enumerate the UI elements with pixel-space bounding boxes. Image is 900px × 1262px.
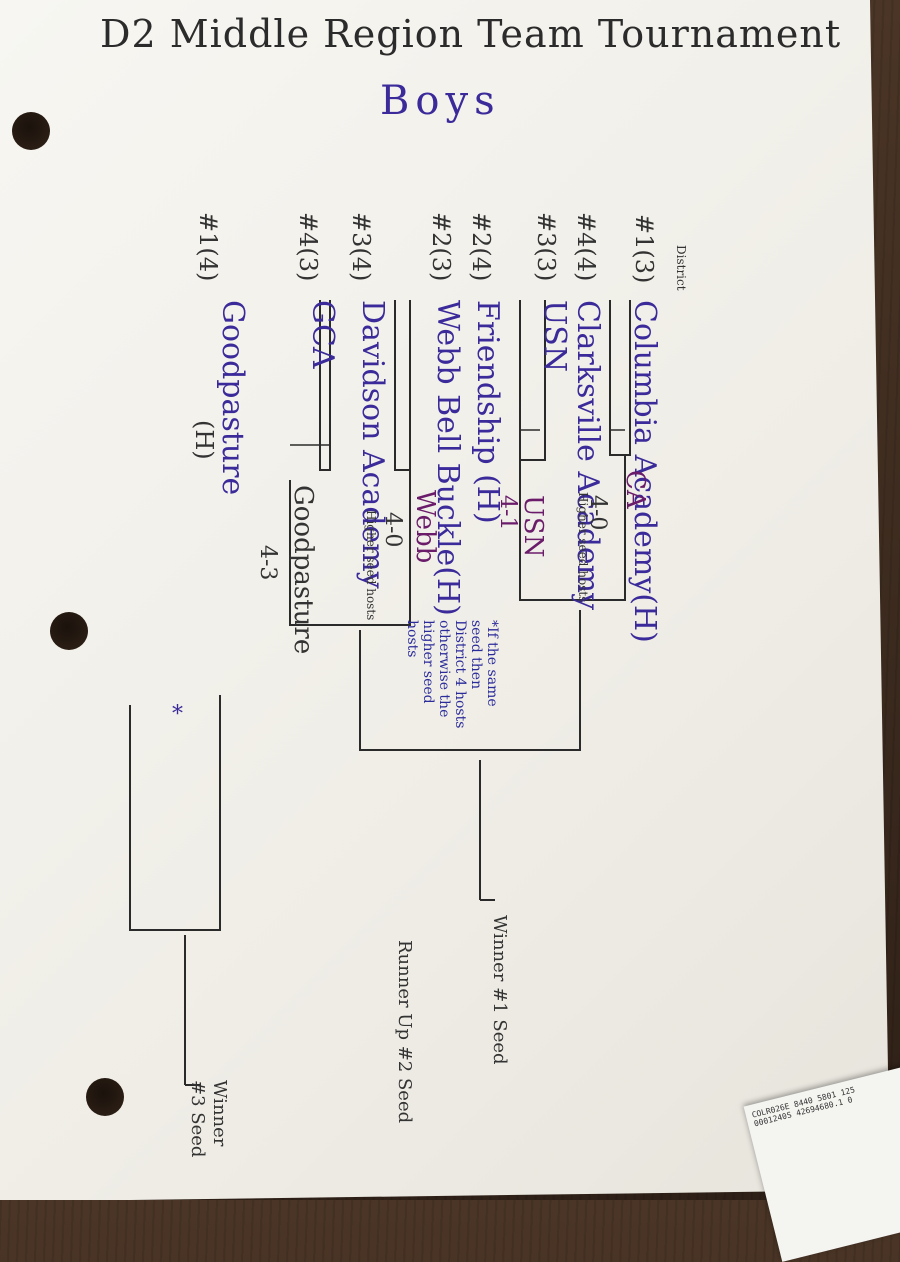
- team-usn: USN: [537, 300, 572, 373]
- seed-2: #4(4): [572, 212, 600, 282]
- runner-up-label: Runner Up #2 Seed: [394, 940, 415, 1124]
- round2-winner-webb: Webb: [410, 490, 440, 564]
- round2-winner-ca: CA: [620, 470, 650, 509]
- round2-winner-goodpasture: Goodpasture: [288, 485, 318, 655]
- round2-winner-usn: USN: [518, 495, 548, 558]
- team-gca: GCA: [305, 300, 340, 369]
- tournament-title: D2 Middle Region Team Tournament: [100, 12, 842, 56]
- third-place-label: Winner #3 Seed: [187, 1080, 230, 1158]
- paper-sheet: [0, 0, 890, 1200]
- bracket-lines: [129, 300, 631, 1086]
- team-friendship: Friendship (H): [470, 300, 505, 524]
- round2-note-ca: Higher seed hosts: [576, 492, 590, 603]
- district-label: District: [674, 245, 688, 291]
- seed-6: #3(4): [347, 212, 375, 282]
- round2-score-usn: 4-1: [495, 495, 520, 531]
- binder-hole-top: [12, 112, 50, 150]
- goodpasture-host: (H): [190, 420, 218, 460]
- final-winner-label: Winner #1 Seed: [489, 915, 510, 1065]
- binder-hole-bottom: [86, 1078, 124, 1116]
- round2-note-webb: Higher seed hosts: [364, 510, 378, 621]
- seed-4: #2(4): [467, 212, 495, 282]
- round2-score-goodpasture: 4-3: [255, 545, 280, 581]
- seed-7: #4(3): [294, 212, 322, 282]
- binder-hole-middle: [50, 612, 88, 650]
- round2-score-webb: 4-0: [380, 512, 405, 548]
- seed-1: #1(3): [630, 214, 658, 284]
- seed-5: #2(3): [427, 212, 455, 282]
- team-goodpasture: Goodpasture: [215, 300, 250, 496]
- team-webb-bell-buckle: Webb Bell Buckle(H): [430, 300, 465, 616]
- bracket-subtitle: Boys: [380, 78, 501, 124]
- hosting-footnote: *If the same seed then District 4 hosts …: [404, 620, 500, 729]
- seed-3: #3(3): [532, 212, 560, 282]
- third-place-asterisk: *: [172, 702, 183, 727]
- seed-8: #1(4): [194, 212, 222, 282]
